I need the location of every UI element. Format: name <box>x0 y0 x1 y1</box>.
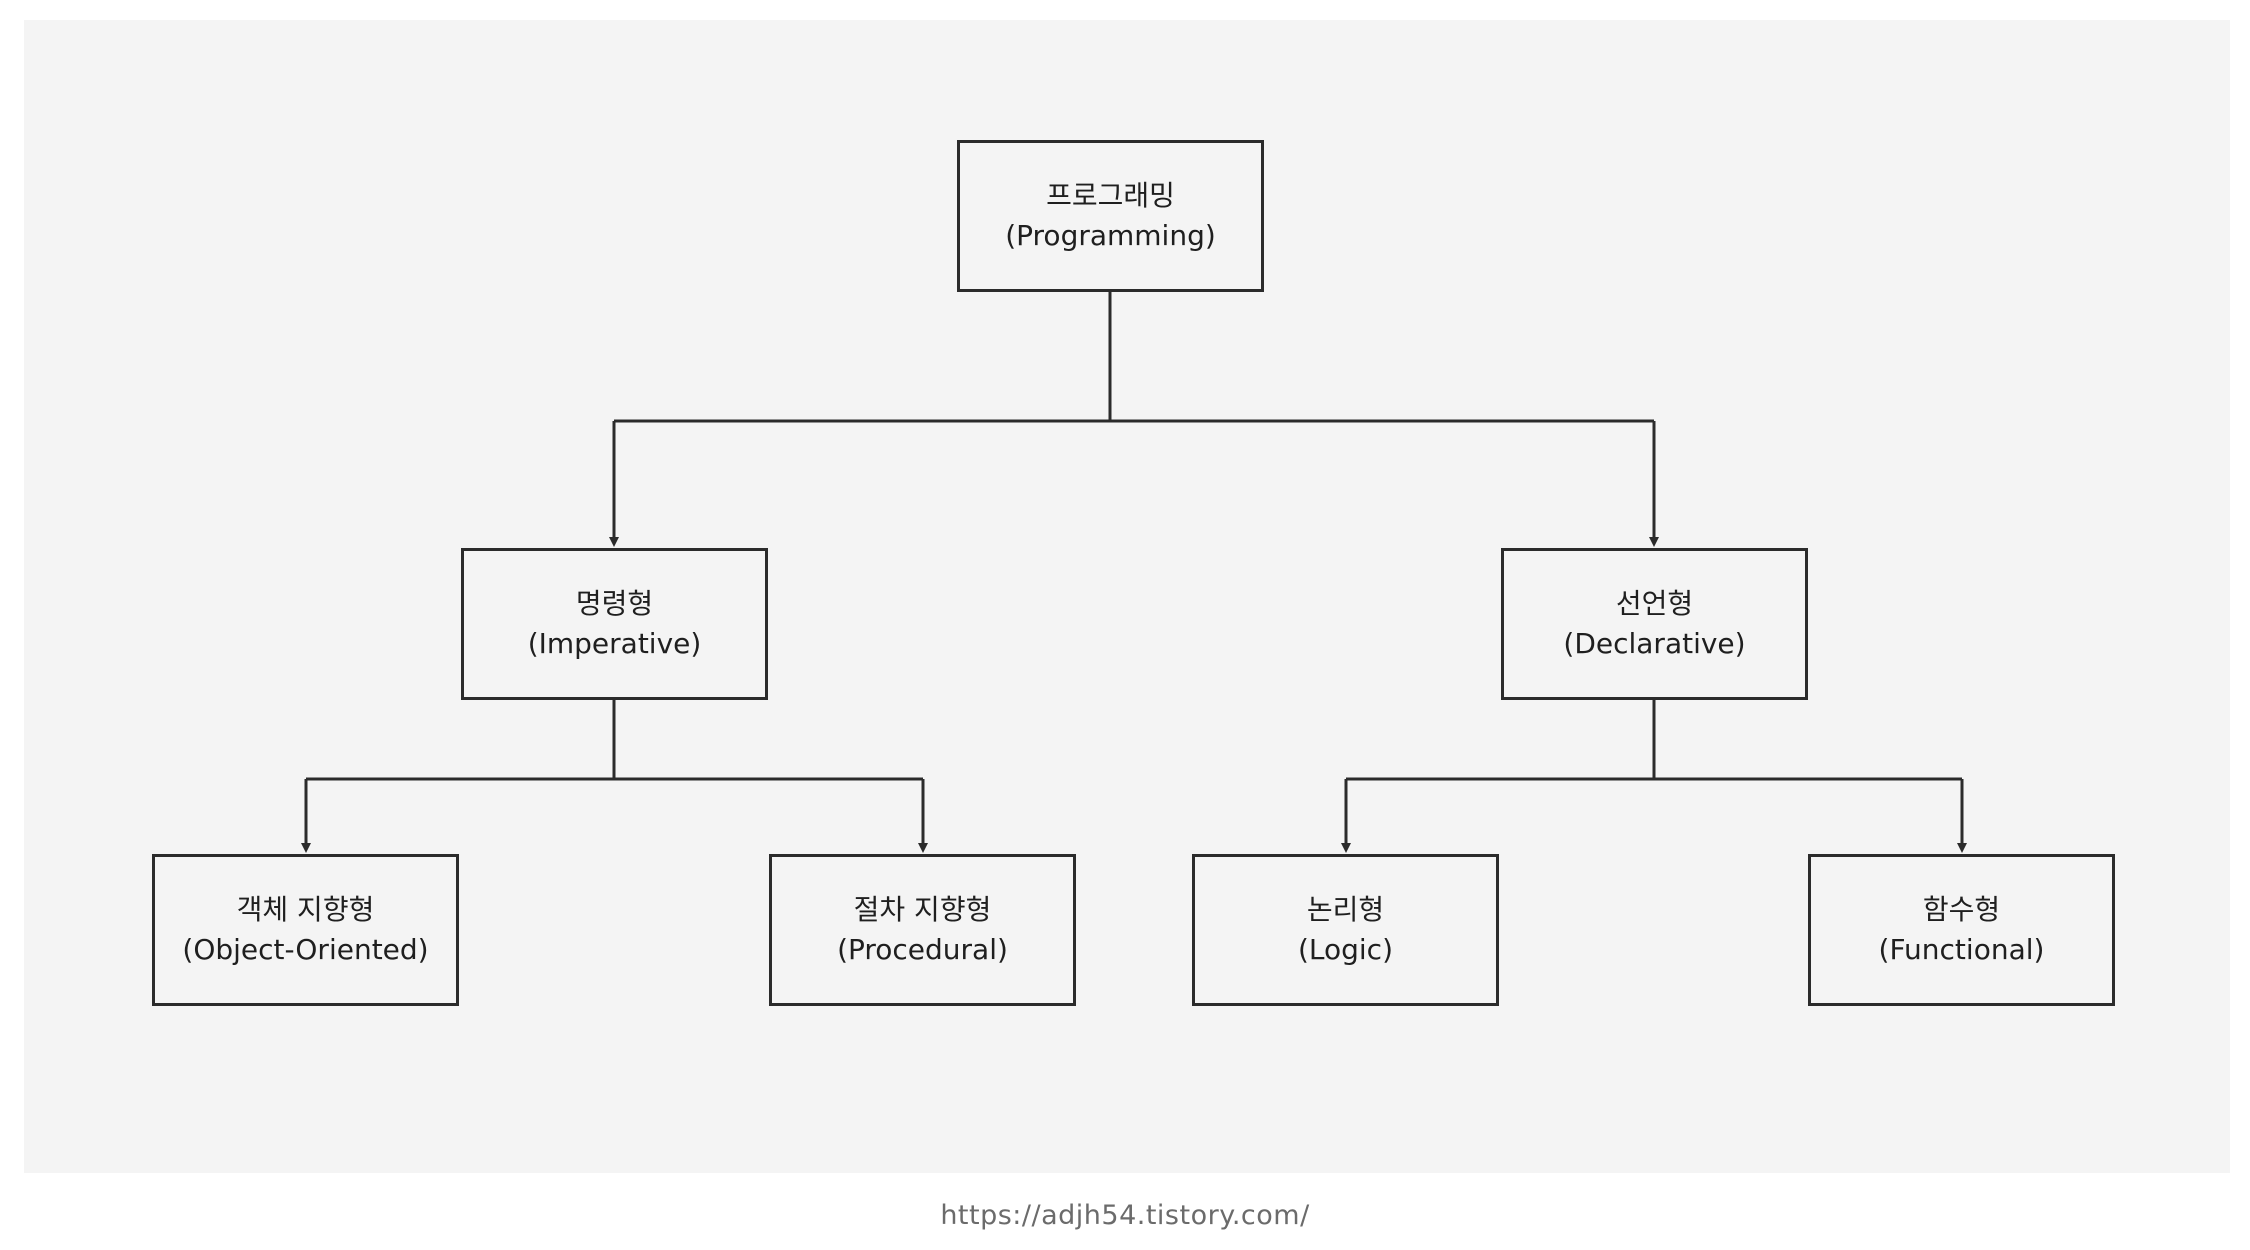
node-declarative: 선언형 (Declarative) <box>1501 548 1808 700</box>
node-procedural-korean: 절차 지향형 <box>853 893 992 926</box>
node-imperative-english: (Imperative) <box>527 627 702 660</box>
node-imperative: 명령형 (Imperative) <box>461 548 768 700</box>
source-url: https://adjh54.tistory.com/ <box>940 1200 1310 1231</box>
node-object-oriented-korean: 객체 지향형 <box>236 893 375 926</box>
node-object-oriented-english: (Object-Oriented) <box>182 933 429 966</box>
node-declarative-english: (Declarative) <box>1563 627 1746 660</box>
node-imperative-korean: 명령형 <box>575 587 654 620</box>
node-object-oriented: 객체 지향형 (Object-Oriented) <box>152 854 459 1006</box>
node-procedural: 절차 지향형 (Procedural) <box>769 854 1076 1006</box>
node-functional-english: (Functional) <box>1878 933 2045 966</box>
node-programming-english: (Programming) <box>1005 219 1216 252</box>
node-declarative-korean: 선언형 <box>1615 587 1694 620</box>
node-functional-korean: 함수형 <box>1922 893 2001 926</box>
node-logic: 논리형 (Logic) <box>1192 854 1499 1006</box>
node-programming: 프로그래밍 (Programming) <box>957 140 1264 292</box>
node-logic-korean: 논리형 <box>1306 893 1385 926</box>
node-functional: 함수형 (Functional) <box>1808 854 2115 1006</box>
node-logic-english: (Logic) <box>1297 933 1394 966</box>
node-programming-korean: 프로그래밍 <box>1046 179 1175 212</box>
node-procedural-english: (Procedural) <box>837 933 1008 966</box>
